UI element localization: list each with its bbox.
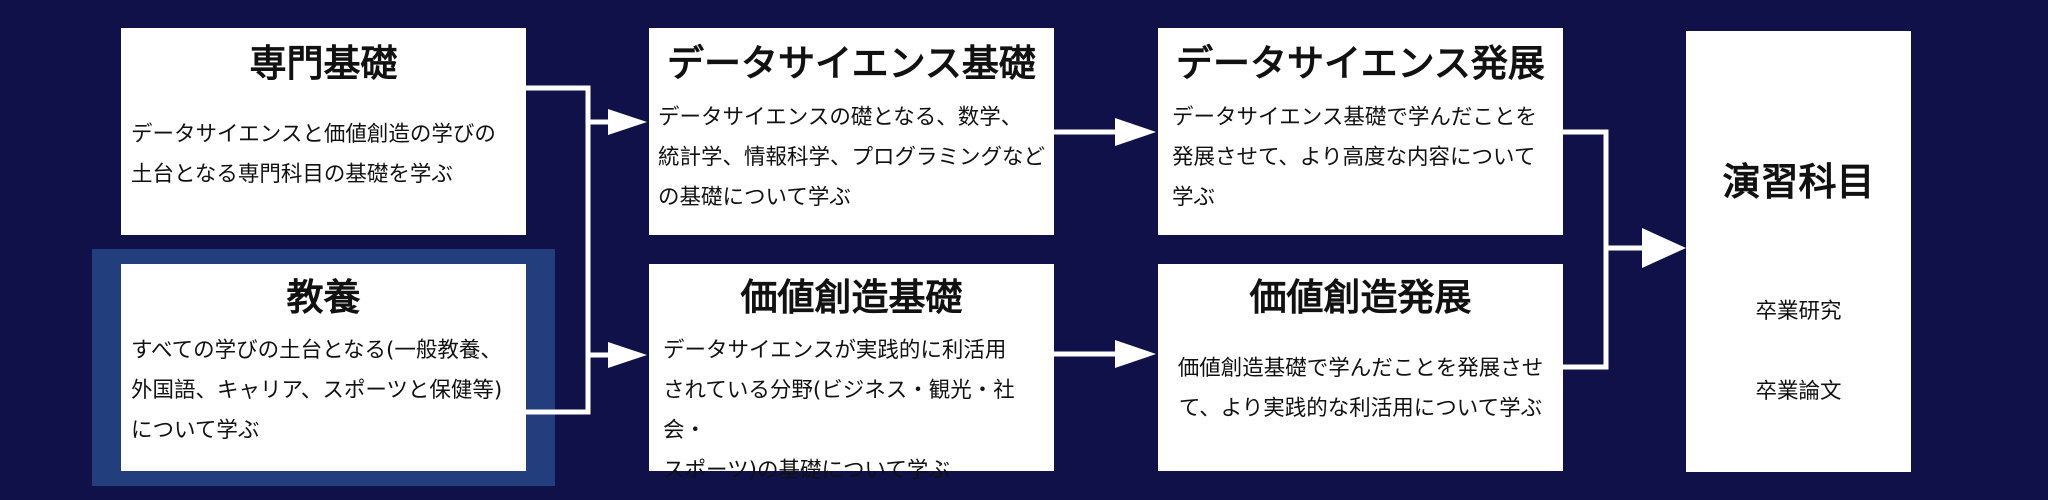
arrowhead-icon: [608, 342, 647, 368]
box-title: 価値創造発展: [1249, 276, 1472, 319]
box-title: 専門基礎: [249, 42, 398, 85]
box-title: 価値創造基礎: [740, 276, 963, 319]
arrowhead-icon: [1115, 118, 1156, 146]
arrowhead-icon: [1115, 340, 1156, 368]
box-description: すべての学びの土台となる(一般教養、 外国語、キャリア、スポーツと保健等) につ…: [131, 338, 503, 443]
box-description: データサイエンスが実践的に利活用 されている分野(ビジネス・観光・社会・ スポー…: [663, 338, 1015, 483]
arrowhead-icon: [1642, 228, 1686, 268]
box-description: 価値創造基礎で学んだことを発展させ て、より実践的な利活用について学ぶ: [1177, 356, 1544, 421]
box-description: データサイエンスの礎となる、数学、 統計学、情報科学、プログラミングなど の基礎…: [658, 105, 1046, 210]
box-ds-kiso: データサイエンス基礎 データサイエンスの礎となる、数学、 統計学、情報科学、プロ…: [649, 28, 1054, 235]
bracket-left-connector: [526, 85, 591, 415]
box-kachi-hatten: 価値創造発展 価値創造基礎で学んだことを発展させ て、より実践的な利活用について…: [1158, 264, 1563, 471]
box-kachi-kiso: 価値創造基礎 データサイエンスが実践的に利活用 されている分野(ビジネス・観光・…: [649, 264, 1054, 483]
practice-item: 卒業研究: [1755, 299, 1842, 324]
box-title: 教養: [286, 276, 361, 319]
box-description: データサイエンスと価値創造の学びの 土台となる専門科目の基礎を学ぶ: [131, 122, 496, 187]
box-senmon-kiso: 専門基礎 データサイエンスと価値創造の学びの 土台となる専門科目の基礎を学ぶ: [121, 28, 526, 235]
bracket-right-connector: [1563, 129, 1609, 370]
box-kyoyo: 教養 すべての学びの土台となる(一般教養、 外国語、キャリア、スポーツと保健等)…: [121, 264, 526, 471]
practice-item: 卒業論文: [1755, 379, 1842, 404]
box-title: 演習科目: [1722, 160, 1875, 204]
practice-items: 卒業研究 卒業論文: [1686, 252, 1911, 452]
box-title: データサイエンス基礎: [667, 42, 1036, 85]
arrowhead-icon: [608, 109, 647, 135]
box-practice: 演習科目 卒業研究 卒業論文: [1686, 31, 1911, 472]
box-title: データサイエンス発展: [1176, 42, 1545, 85]
box-description: データサイエンス基礎で学んだことを 発展させて、より高度な内容について 学ぶ: [1172, 105, 1537, 210]
box-ds-hatten: データサイエンス発展 データサイエンス基礎で学んだことを 発展させて、より高度な…: [1158, 28, 1563, 235]
